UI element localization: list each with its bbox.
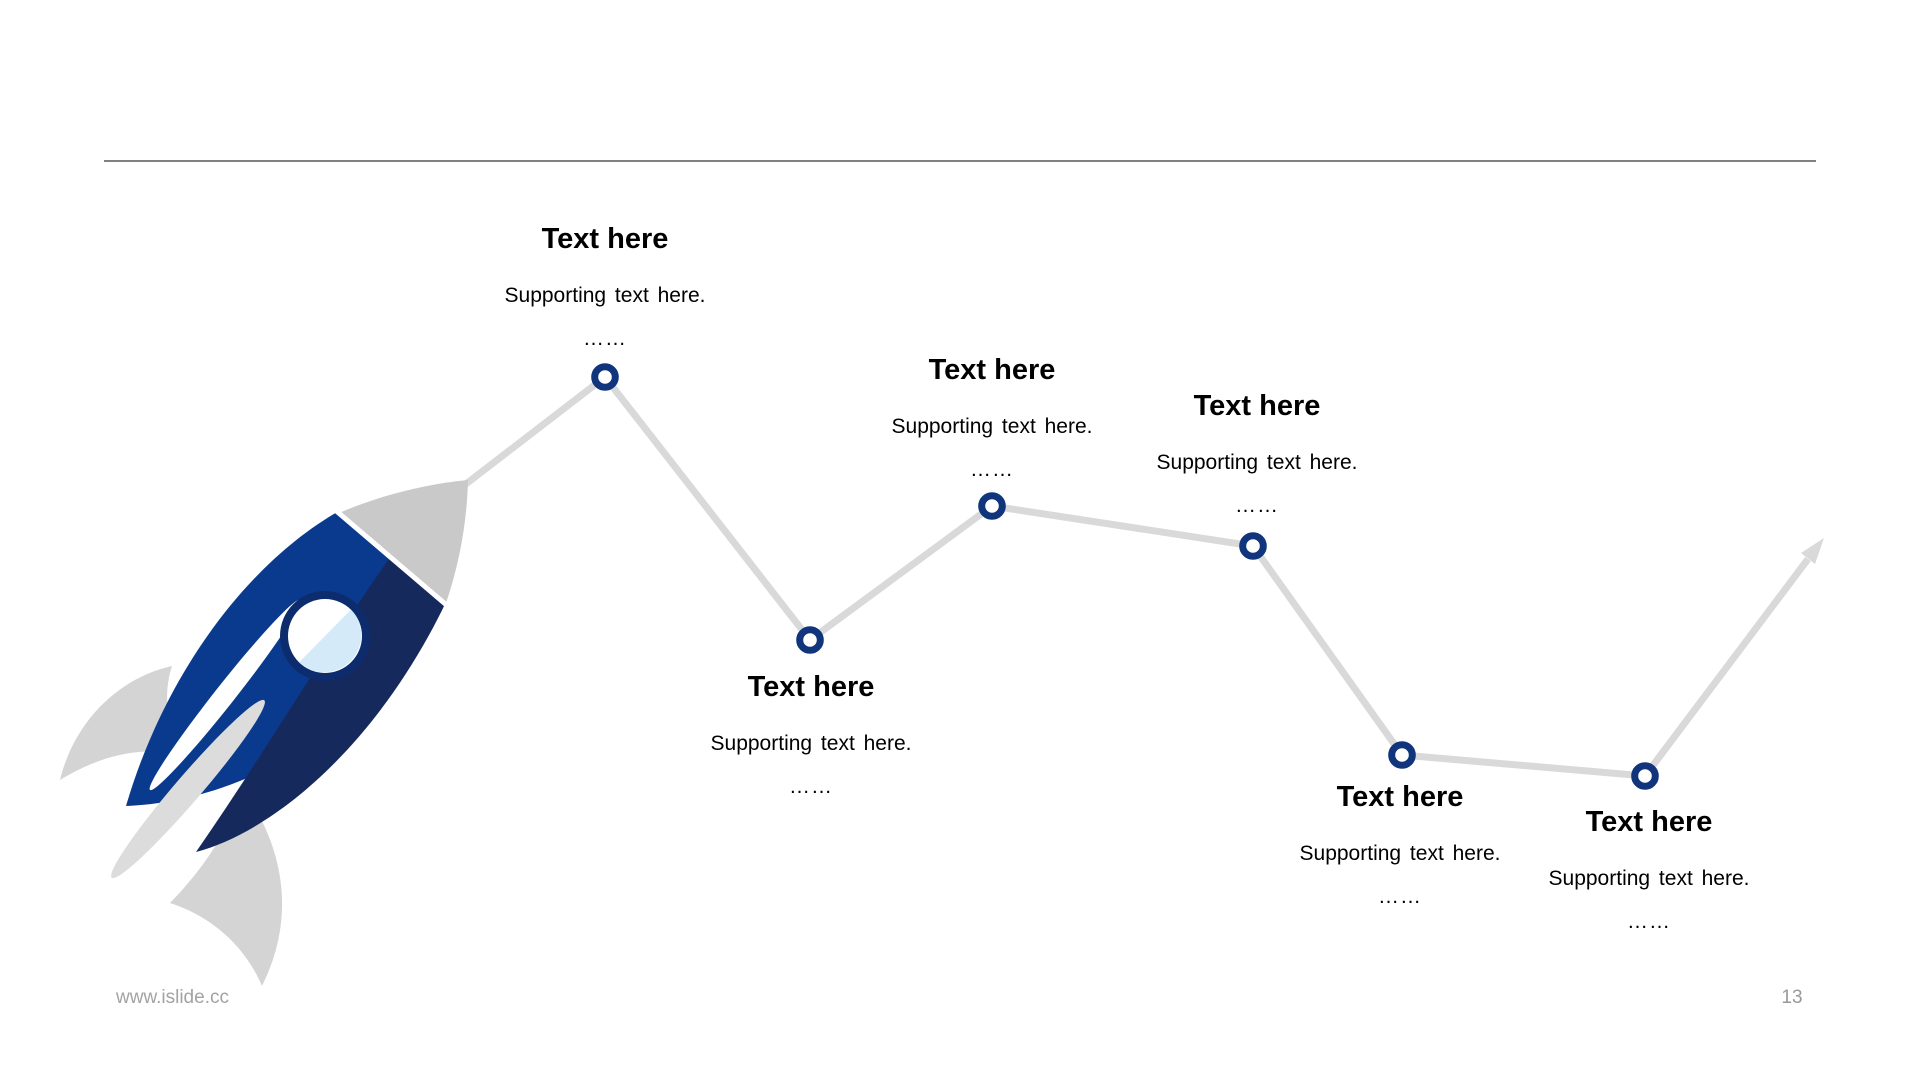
node-marker [978,492,1006,520]
node-supporting-text: Supporting text here. [891,415,1093,438]
node-title: Text here [1336,781,1464,813]
rocket-nose-gap [332,507,452,610]
node-supporting-text: Supporting text here. [1548,867,1750,890]
node-ellipsis: …… [583,327,627,350]
node-marker [1239,532,1267,560]
node-label-block-5: Text here Supporting text here. …… [1300,775,1501,911]
node-label-block-4: Text here Supporting text here. …… [1157,384,1358,520]
node-label-block-6: Text here Supporting text here. …… [1549,800,1750,936]
rocket-nose-cone [339,480,468,603]
node-title: Text here [928,354,1056,386]
node-supporting-text: Supporting text here. [1299,842,1501,865]
node-title: Text here [1193,390,1321,422]
node-ellipsis: …… [1378,885,1422,908]
header-divider [104,160,1816,162]
node-supporting-text: Supporting text here. [1156,451,1358,474]
rocket-body-dark [196,556,446,852]
page-number: 13 [1781,987,1803,1008]
rocket-bottom-fin [170,788,283,986]
node-label-block-1: Text here Supporting text here. …… [505,217,706,353]
connector-line [459,372,1811,780]
arrow-icon [1801,538,1824,564]
node-label-block-2: Text here Supporting text here. …… [711,665,912,801]
rocket-exhaust-trail [111,699,265,879]
node-label-block-3: Text here Supporting text here. …… [892,348,1093,484]
node-title: Text here [747,671,875,703]
node-title: Text here [1585,806,1713,838]
node-marker [1631,762,1659,790]
node-ellipsis: …… [1627,910,1671,933]
rocket-tail-gap [149,599,301,791]
node-ellipsis: …… [1235,494,1279,517]
node-marker [1388,741,1416,769]
node-marker [591,363,619,391]
node-ellipsis: …… [970,458,1014,481]
node-marker [796,626,824,654]
node-title: Text here [541,223,669,255]
node-ellipsis: …… [789,775,833,798]
footer-url: www.islide.cc [116,987,229,1008]
rocket-icon [60,480,468,986]
node-supporting-text: Supporting text here. [710,732,912,755]
node-supporting-text: Supporting text here. [504,284,706,307]
rocket-window-shade [299,609,362,673]
